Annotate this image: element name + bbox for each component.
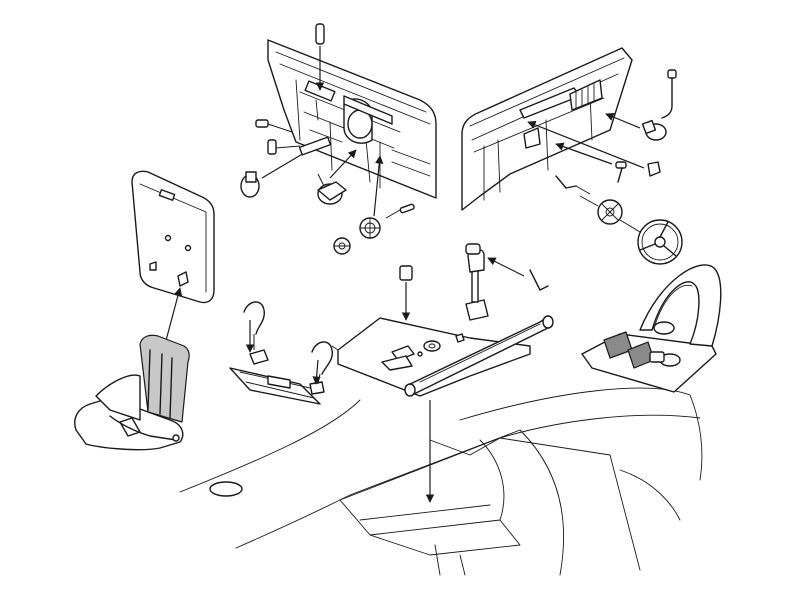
bracket-clip	[555, 175, 591, 195]
rudder-pedal-right	[311, 341, 334, 385]
fuselage-hatch	[209, 481, 243, 497]
hand-pump-handle	[605, 69, 677, 141]
throttle-lever	[315, 23, 325, 91]
toggle-switch	[555, 142, 627, 183]
valve-knob	[527, 120, 661, 177]
plate-leader	[331, 345, 339, 351]
seat-back-cushion	[139, 334, 190, 423]
instrument-panel-assembly	[581, 264, 722, 393]
instrument-dial	[653, 321, 675, 335]
quadrant-drum	[317, 149, 357, 205]
seat-back-panel	[131, 170, 215, 304]
rudder-pedal-assembly	[229, 349, 325, 405]
panel-slot	[158, 189, 176, 201]
fuselage-outline	[179, 387, 703, 576]
trim-gear-wheel-large	[359, 155, 384, 239]
stick-torque-tube	[404, 315, 554, 397]
console-switch	[298, 136, 332, 156]
small-bolt-2	[267, 139, 301, 155]
small-bolt-1	[255, 119, 293, 133]
pilot-seat	[74, 334, 190, 451]
arrow-right-pedal	[312, 359, 321, 385]
control-wheel-large	[619, 219, 683, 265]
trim-gear-wheel-small	[333, 237, 351, 255]
control-wheel-small	[579, 195, 623, 225]
control-stick	[465, 243, 489, 321]
small-pin	[385, 203, 415, 219]
rudder-pedal-left	[243, 301, 266, 350]
left-console-panel	[267, 39, 437, 199]
arrow-seat-to-panel	[163, 287, 183, 349]
gunsight-frame	[639, 264, 722, 347]
stick-grip-bracket	[487, 257, 549, 291]
floor-latch	[399, 265, 413, 321]
